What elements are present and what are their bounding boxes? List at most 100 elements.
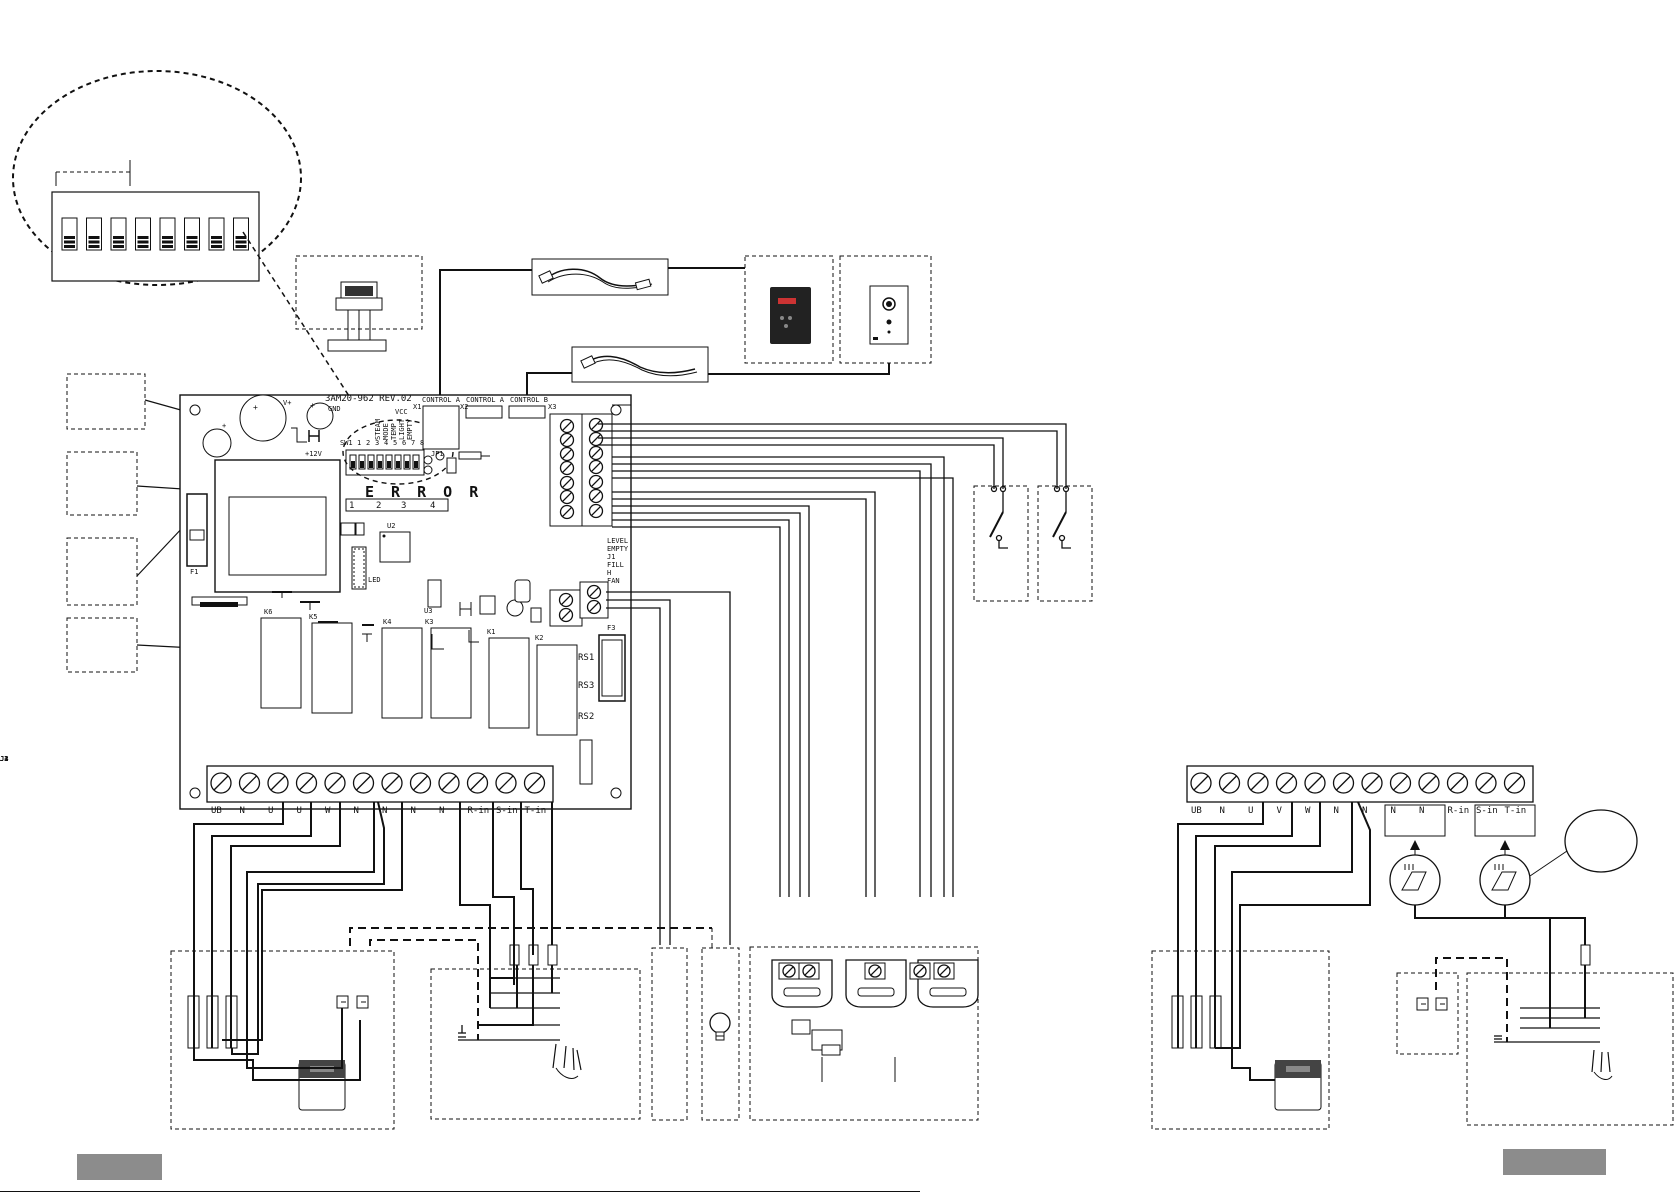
dip-switch-zoom [12, 70, 361, 414]
error-label: E R R O R [365, 483, 482, 501]
light-text: LIGHT [398, 418, 406, 440]
level-fill-label: FILL [607, 561, 624, 569]
x1-label: X1 [413, 403, 421, 411]
signal-wires [598, 423, 1067, 945]
u3-label: U3 [424, 607, 432, 615]
terminal-label: S-in [1476, 806, 1498, 816]
relay-k1-label: K1 [487, 628, 495, 636]
control-b-label: CONTROL B [510, 396, 548, 404]
relay-k5-label: K5 [309, 613, 317, 621]
f1-label: F1 [190, 568, 198, 576]
terminal-label: U [268, 806, 273, 816]
empty-text: EMPTY [406, 418, 414, 440]
dip-switch-board [349, 454, 420, 470]
error-digit-4: 4 [430, 501, 435, 511]
level-h-label: H [607, 569, 611, 577]
dip-5-label: 5 [393, 439, 397, 447]
svg-text:+: + [310, 401, 315, 410]
f3-label: F3 [607, 624, 615, 632]
mains-supply-right [1396, 957, 1674, 1126]
v12-label: +12V [305, 450, 323, 458]
relay-k6-label: K6 [264, 608, 272, 616]
vcc-label: VCC [395, 408, 408, 416]
terminal-label: T-in [525, 806, 547, 816]
level-empty-label: EMPTY [607, 545, 629, 553]
u2-label: U2 [387, 522, 395, 530]
page-tab-left [77, 1154, 162, 1180]
control-cable-a [531, 258, 669, 296]
relay-k3-label: K3 [425, 618, 433, 626]
terminal-label: N [1419, 806, 1424, 816]
terminal-label: N [1334, 806, 1339, 816]
dip-sw1-label: SW1 [340, 439, 353, 447]
dip-8-label: 8 [420, 439, 424, 447]
terminal-label: N [240, 806, 245, 816]
sensors [749, 946, 979, 1121]
lamp-terminals [558, 584, 602, 623]
heater-unit-icon-right [1274, 1060, 1322, 1111]
door-switches [973, 485, 1093, 602]
board-model: 3AM20-962 REV.02 [325, 394, 412, 404]
terminal-label: N [411, 806, 416, 816]
error-digit-1: 1 [349, 501, 354, 511]
plug-connectors [1384, 804, 1638, 1028]
x3-label: X3 [548, 403, 556, 411]
signal-terminals [559, 417, 604, 520]
jp1-label: JP1 [431, 450, 444, 458]
terminal-label: W [325, 806, 331, 816]
terminal-label: N [382, 806, 387, 816]
error-digit-3: 3 [401, 501, 406, 511]
rs2-label: RS2 [578, 712, 594, 722]
terminal-group-label: J2 [0, 755, 8, 763]
gnd-label: GND [328, 405, 341, 413]
dip-switch-slots [61, 217, 249, 251]
steam-text: STEAM [374, 419, 382, 440]
control-cable-b [571, 346, 709, 383]
relay-k2-label: K2 [535, 634, 543, 642]
svg-text:+: + [253, 403, 258, 412]
terminal-group-label: J3 [0, 755, 8, 763]
dip-3-label: 3 [375, 439, 379, 447]
terminal-label: N [1391, 806, 1396, 816]
dip-6-label: 6 [402, 439, 406, 447]
terminal-label: N [1362, 806, 1367, 816]
dip-7-label: 7 [411, 439, 415, 447]
terminal-group-label: J3 [0, 755, 8, 763]
rocker-switch-box [295, 255, 423, 352]
terminal-label: W [1305, 806, 1311, 816]
terminal-label: T-in [1505, 806, 1527, 816]
control-panel-b [839, 255, 932, 364]
terminal-label: V [1277, 806, 1283, 816]
control-a-label: CONTROL A [422, 396, 461, 404]
relay-k4-label: K4 [383, 618, 391, 626]
terminal-group-label: J4 [0, 755, 8, 763]
control-a2-label: CONTROL A [466, 396, 505, 404]
temp-text: TEMP [390, 423, 398, 440]
terminal-group-label: J4 [0, 755, 8, 763]
error-digit-2: 2 [376, 501, 381, 511]
terminal-group-label: J1 [0, 755, 8, 763]
terminal-label: S-in [496, 806, 518, 816]
level-fan-label: FAN [607, 577, 620, 585]
lamp-circuit [651, 928, 740, 1121]
level-j1-label: J1 [607, 553, 615, 561]
rs1-label: RS1 [578, 653, 594, 663]
terminal-label: U [297, 806, 302, 816]
mains-supply-left [349, 927, 712, 1120]
dip-4-label: 4 [384, 439, 388, 447]
terminal-label: R-in [468, 806, 490, 816]
dip-1-label: 1 [357, 439, 361, 447]
dip-2-label: 2 [366, 439, 370, 447]
led-label: LED [368, 576, 381, 584]
terminal-group-label: J1 [0, 755, 8, 763]
mode-text: MODE [382, 423, 390, 440]
page-tab-right [1503, 1149, 1606, 1175]
terminal-label: N [1220, 806, 1225, 816]
terminal-label: R-in [1448, 806, 1470, 816]
rs3-label: RS3 [578, 681, 594, 691]
board-labels: 3AM20-962 REV.02 GND V+ +12V VCC X1 X2 X… [190, 394, 629, 722]
